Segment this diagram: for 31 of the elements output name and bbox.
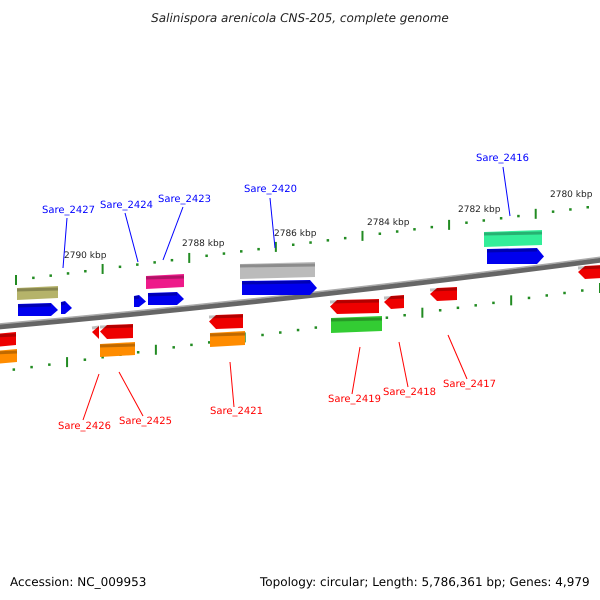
leader-line [82,374,100,420]
leader-line [230,362,234,408]
gene-label: Sare_2419 [328,395,381,405]
scale-label: 2782 kbp [458,206,500,215]
leader-line [502,166,510,216]
gene-label: Sare_2416 [476,154,529,164]
scale-label: 2784 kbp [367,219,410,228]
leader-line [62,218,68,268]
leader-line [162,206,184,260]
footer-text: Topology: circular; Length: 5,786,361 bp; Genes: 4,979 [260,576,590,588]
gene-label: Sare_2425 [119,417,172,427]
leader-line [352,346,360,394]
scale-label: 2780 kbp [550,191,592,200]
gene-label: Sare_2418 [383,388,436,398]
gene-label: Sare_2421 [210,407,263,417]
footer-text: Accession: NC_009953 [10,576,146,588]
leader-line [448,334,468,380]
gene-label: Sare_2420 [244,185,297,195]
leader-line [270,198,276,248]
title: Salinispora arenicola CNS-205, complete genome [150,12,450,24]
gene-label: Sare_2424 [100,201,153,211]
gene-label: Sare_2423 [158,195,211,205]
scale-label: 2788 kbp [182,240,224,249]
scale-label: 2786 kbp [274,230,316,239]
leader-line [398,342,408,388]
gene-label: Sare_2426 [58,422,111,432]
leader-line [118,372,144,416]
leader-line [124,212,138,262]
gene-label: Sare_2417 [443,380,496,390]
gene-label: Sare_2427 [42,206,95,216]
scale-label: 2790 kbp [64,252,106,261]
